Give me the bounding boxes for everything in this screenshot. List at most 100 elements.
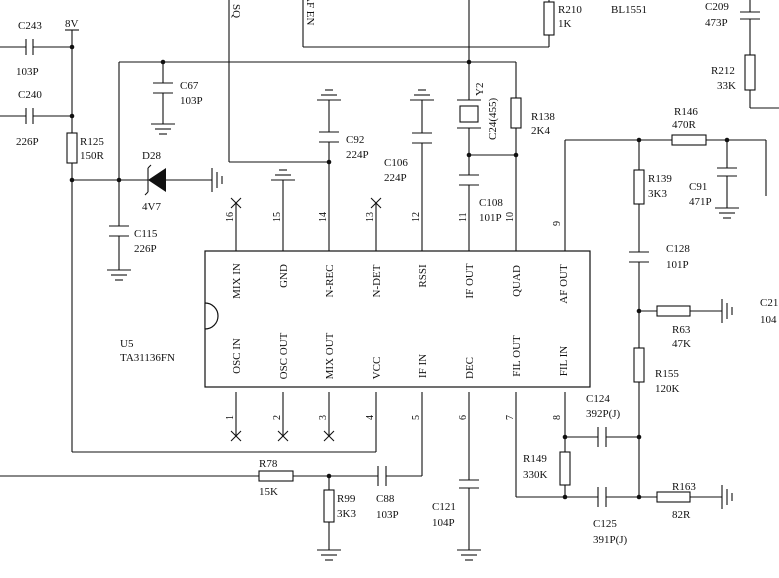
ground-icon	[721, 299, 733, 323]
component-labels: C243 103P 8V C240 226P R125 150R D28 4V7…	[16, 1, 778, 546]
no-connect-icon	[323, 430, 335, 442]
pin-label: DEC	[464, 357, 476, 379]
c21x-ref: C21	[760, 297, 778, 309]
pin-label: MIX OUT	[324, 332, 336, 379]
ic-u5	[204, 250, 591, 388]
ground-icon	[271, 169, 295, 181]
pin-label: N-DET	[371, 264, 383, 297]
no-connect-icon	[230, 197, 242, 209]
c124-ref: C124	[586, 393, 610, 405]
c67-value: 103P	[180, 95, 203, 107]
c125-ref: C125	[593, 518, 617, 530]
c106-ref: C106	[384, 157, 408, 169]
r99-value: 3K3	[337, 508, 356, 520]
pin-number: 6	[458, 415, 469, 420]
r78-value: 15K	[259, 486, 278, 498]
r99-ref: R99	[337, 493, 356, 505]
pin-label: MIX IN	[231, 263, 243, 299]
ground-icon	[151, 123, 175, 135]
r63-value: 47K	[672, 338, 691, 350]
no-connect-icon	[230, 430, 242, 442]
pin-label: GND	[278, 264, 290, 288]
c240-value: 226P	[16, 136, 39, 148]
c91-ref: C91	[689, 181, 707, 193]
r163-ref: R163	[672, 481, 696, 493]
pin-label: IF OUT	[464, 263, 476, 298]
c88-ref: C88	[376, 493, 395, 505]
c128-ref: C128	[666, 243, 690, 255]
c243-ref: C243	[18, 20, 42, 32]
pin-label: VCC	[371, 357, 383, 380]
r125-value: 150R	[80, 150, 105, 162]
no-connect-icon	[277, 430, 289, 442]
r212-ref: R212	[711, 65, 735, 77]
pin-label: RSSI	[417, 264, 429, 288]
c243-value: 103P	[16, 66, 39, 78]
r212-value: 33K	[717, 80, 736, 92]
c67-ref: C67	[180, 80, 199, 92]
pin-number: 4	[365, 415, 376, 420]
c125-value: 391P(J)	[593, 534, 628, 546]
r155-ref: R155	[655, 368, 679, 380]
pin-number: 12	[411, 212, 422, 222]
ic-ref-label: U5	[120, 338, 134, 350]
c115-ref: C115	[134, 228, 158, 240]
pin-label: AF OUT	[558, 264, 570, 304]
ground-icon	[107, 269, 131, 281]
d28-value: 4V7	[142, 201, 161, 213]
ic-part-label: TA31136FN	[120, 352, 175, 364]
pin-number: 15	[272, 212, 283, 222]
pin-label: OSC OUT	[278, 332, 290, 379]
r125-ref: R125	[80, 136, 104, 148]
no-connect-icon	[370, 197, 382, 209]
r139-ref: R139	[648, 173, 672, 185]
pin-number: 1	[225, 415, 236, 420]
c91-value: 471P	[689, 196, 712, 208]
c92-ref: C92	[346, 134, 364, 146]
r139-value: 3K3	[648, 188, 667, 200]
y2-ref: Y2	[474, 83, 486, 96]
wires	[0, 0, 779, 550]
net-label-af-en: AF EN	[304, 0, 316, 26]
ground-icon	[715, 207, 739, 219]
c121-value: 104P	[432, 517, 455, 529]
c115-value: 226P	[134, 243, 157, 255]
ground-icon	[410, 89, 434, 101]
y2-value: C24(455)	[487, 98, 499, 141]
c209-ref: C209	[705, 1, 729, 13]
crystal-y2	[457, 99, 481, 129]
pin-number: 9	[552, 221, 563, 226]
pin-label: QUAD	[511, 265, 523, 297]
pin-number: 5	[411, 415, 422, 420]
pin-number: 13	[365, 212, 376, 222]
c209-value: 473P	[705, 17, 728, 29]
r210-value: 1K	[558, 18, 572, 30]
c121-ref: C121	[432, 501, 456, 513]
c240-ref: C240	[18, 89, 42, 101]
ground-icon	[317, 89, 341, 101]
ic-top-pin-names: MIX IN GND N-REC N-DET RSSI IF OUT QUAD …	[231, 263, 570, 304]
c108-ref: C108	[479, 197, 503, 209]
pin-number: 2	[272, 415, 283, 420]
r138-ref: R138	[531, 111, 555, 123]
pin-label: IF IN	[417, 354, 429, 378]
c106-value: 224P	[384, 172, 407, 184]
r146-value: 470R	[672, 119, 697, 131]
junctions	[69, 44, 730, 500]
ic-top-pin-numbers: 16 15 14 13 12 11 10 9	[225, 212, 563, 226]
r155-value: 120K	[655, 383, 680, 395]
pin-number: 16	[225, 212, 236, 222]
r146-ref: R146	[674, 106, 698, 118]
r63-ref: R63	[672, 324, 691, 336]
ground-icon	[721, 485, 733, 509]
r138-value: 2K4	[531, 125, 550, 137]
pin-label: OSC IN	[231, 338, 243, 374]
r149-value: 330K	[523, 469, 548, 481]
ground-icon	[317, 549, 341, 561]
pin-number: 3	[318, 415, 329, 420]
c21x-value: 104	[760, 314, 777, 326]
c124-value: 392P(J)	[586, 408, 621, 420]
pin-number: 14	[318, 212, 329, 222]
pin-label: FIL IN	[558, 346, 570, 377]
